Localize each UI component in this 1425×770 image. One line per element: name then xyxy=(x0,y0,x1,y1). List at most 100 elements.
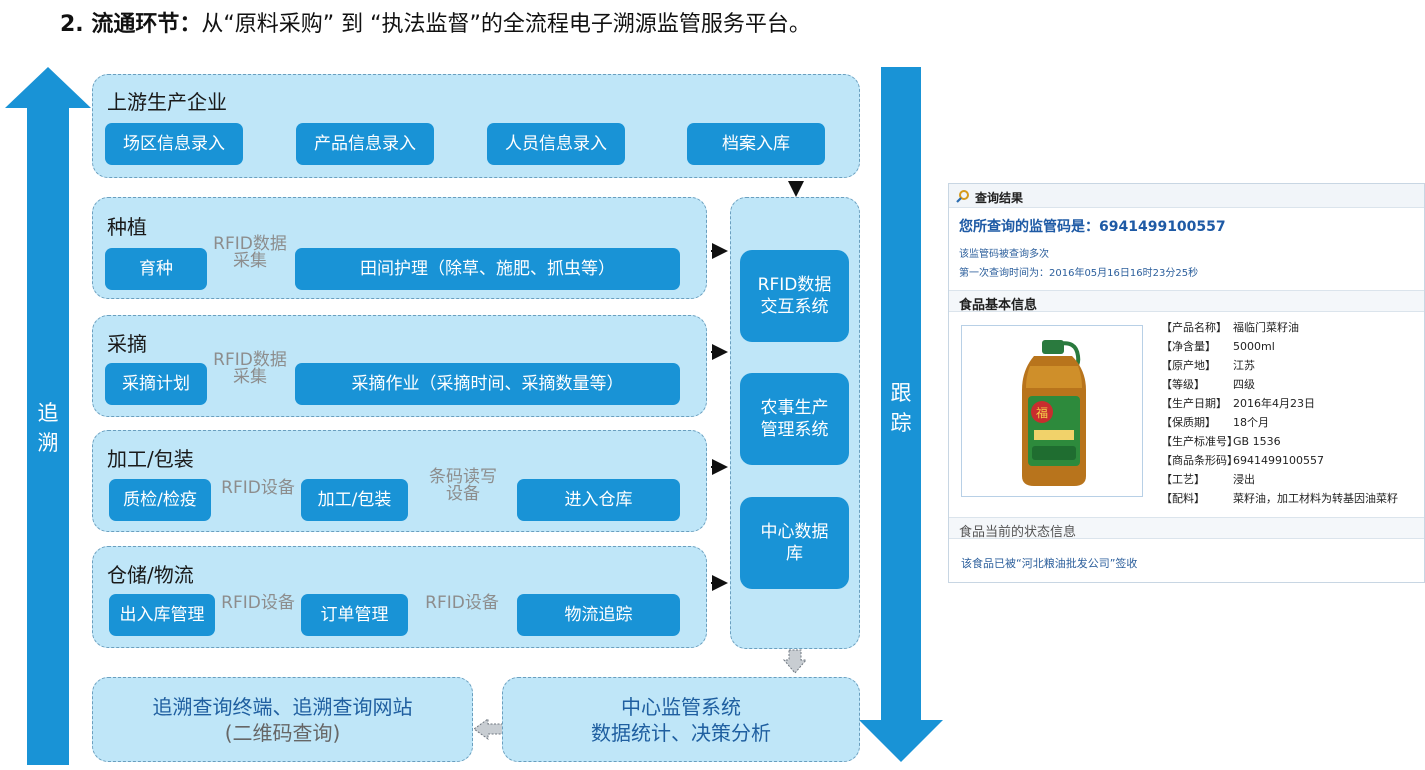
farm-system-line2: 管理系统 xyxy=(760,420,829,440)
attr-value: 2016年4月23日 xyxy=(1233,397,1315,410)
attr-key: 【商品条形码】 xyxy=(1161,454,1238,467)
step-picking-work: 采摘作业（采摘时间、采摘数量等） xyxy=(295,363,680,405)
processing-connector2-label: 条码读写设备 xyxy=(421,469,505,503)
logistics-title: 仓储/物流 xyxy=(107,563,194,587)
food-info-header: 食品基本信息 xyxy=(949,290,1424,313)
logistics-connector2-label: RFID设备 xyxy=(425,593,499,613)
processing-title: 加工/包装 xyxy=(107,447,194,471)
attr-value: 5000ml xyxy=(1233,340,1275,353)
query-code: 您所查询的监管码是：6941499100557 xyxy=(959,219,1226,235)
upstream-title: 上游生产企业 xyxy=(107,90,227,114)
attr-row: 【配料】菜籽油，加工材料为转基因油菜籽 xyxy=(1161,490,1398,506)
attr-key: 【保质期】 xyxy=(1161,416,1216,429)
planting-connector-label: RFID数据采集 xyxy=(208,236,292,270)
picking-connector-label: RFID数据采集 xyxy=(208,352,292,386)
status-text: 该食品已被“河北粮油批发公司”签收 xyxy=(961,557,1138,570)
attr-key: 【原产地】 xyxy=(1161,359,1216,372)
supervision-line2: 数据统计、决策分析 xyxy=(591,721,771,745)
picking-connector-line1: RFID数据 xyxy=(213,350,287,370)
supervision-text: 中心监管系统 数据统计、决策分析 xyxy=(502,694,860,746)
search-icon xyxy=(956,190,969,203)
attr-key: 【工艺】 xyxy=(1161,473,1205,486)
product-photo: 福 xyxy=(961,325,1143,497)
rfid-system-box: RFID数据交互系统 xyxy=(740,250,849,342)
attr-row: 【工艺】 浸出 xyxy=(1161,471,1255,487)
svg-text:福: 福 xyxy=(1036,405,1048,420)
title-number: 2. 流通环节 xyxy=(60,12,180,37)
step-staff-info: 人员信息录入 xyxy=(487,123,625,165)
logistics-connector1-label: RFID设备 xyxy=(221,593,295,613)
planting-title: 种植 xyxy=(107,215,147,239)
oil-bottle-image: 福 xyxy=(1022,340,1086,486)
attr-row: 【生产日期】 2016年4月23日 xyxy=(1161,395,1315,411)
query-count-line: 该监管码被查询多次 xyxy=(959,249,1049,260)
farm-system-box: 农事生产管理系统 xyxy=(740,373,849,465)
attr-row: 【保质期】 18个月 xyxy=(1161,414,1269,430)
attr-value: 浸出 xyxy=(1233,473,1255,486)
step-picking-plan: 采摘计划 xyxy=(105,363,207,405)
track-label: 跟踪 xyxy=(890,381,912,435)
first-query-time: 第一次查询时间为：2016年05月16日16时23分25秒 xyxy=(959,268,1199,279)
rfid-system-line1: RFID数据 xyxy=(757,275,832,295)
status-header-title: 食品当前的状态信息 xyxy=(959,525,1077,540)
supervision-line1: 中心监管系统 xyxy=(621,695,741,719)
center-db-line2: 库 xyxy=(786,544,803,564)
attr-value: GB 1536 xyxy=(1233,435,1281,448)
attr-row: 【原产地】 江苏 xyxy=(1161,357,1255,373)
step-product-info: 产品信息录入 xyxy=(296,123,434,165)
down-to-supervision-arrow xyxy=(782,649,808,674)
step-field-care: 田间护理（除草、施肥、抓虫等） xyxy=(295,248,680,290)
step-inspection: 质检/检疫 xyxy=(109,479,211,521)
result-header: 查询结果 xyxy=(949,184,1424,208)
step-stock-mgmt: 出入库管理 xyxy=(109,594,215,636)
attr-value: 6941499100557 xyxy=(1233,454,1324,467)
planting-connector-line1: RFID数据 xyxy=(213,234,287,254)
processing-connector2-line2: 设备 xyxy=(446,484,480,504)
left-to-terminal-arrow xyxy=(473,718,504,740)
step-processing: 加工/包装 xyxy=(301,479,408,521)
attr-row: 【产品名称】福临门菜籽油 xyxy=(1161,319,1299,335)
page-title: 2. 流通环节：从“原料采购” 到 “执法监督”的全流程电子溯源监管服务平台。 xyxy=(60,6,811,38)
attr-row: 【净含量】 5000ml xyxy=(1161,338,1275,354)
step-site-info: 场区信息录入 xyxy=(105,123,243,165)
result-header-title: 查询结果 xyxy=(975,191,1024,205)
step-archive: 档案入库 xyxy=(687,123,825,165)
title-colon: ： xyxy=(179,12,202,37)
attr-row: 【等级】 四级 xyxy=(1161,376,1255,392)
terminal-text: 追溯查询终端、追溯查询网站 (二维码查询) xyxy=(92,694,473,746)
step-warehouse-in: 进入仓库 xyxy=(517,479,680,521)
attr-value: 18个月 xyxy=(1233,416,1269,429)
step-breeding: 育种 xyxy=(105,248,207,290)
trace-label: 追溯 xyxy=(37,401,59,455)
picking-title: 采摘 xyxy=(107,332,147,356)
terminal-line1: 追溯查询终端、追溯查询网站 xyxy=(152,695,413,719)
attr-key: 【净含量】 xyxy=(1161,340,1216,353)
rfid-system-line2: 交互系统 xyxy=(760,297,829,317)
center-db-line1: 中心数据 xyxy=(760,522,829,542)
title-text: 从“原料采购” 到 “执法监督”的全流程电子溯源监管服务平台。 xyxy=(201,12,811,37)
attr-value: 江苏 xyxy=(1233,359,1255,372)
attr-row: 【商品条形码】6941499100557 xyxy=(1161,452,1324,468)
step-order-mgmt: 订单管理 xyxy=(301,594,408,636)
step-logistics-track: 物流追踪 xyxy=(517,594,680,636)
processing-connector2-line1: 条码读写 xyxy=(429,467,497,487)
attr-key: 【生产日期】 xyxy=(1161,397,1227,410)
planting-connector-line2: 采集 xyxy=(233,251,267,271)
attr-key: 【产品名称】 xyxy=(1161,321,1227,334)
query-result-panel: 查询结果 您所查询的监管码是：6941499100557 该监管码被查询多次 第… xyxy=(948,183,1425,583)
terminal-panel xyxy=(92,677,473,762)
attr-value: 福临门菜籽油 xyxy=(1233,321,1299,334)
picking-connector-line2: 采集 xyxy=(233,367,267,387)
status-header: 食品当前的状态信息 xyxy=(949,517,1424,540)
attr-value: 四级 xyxy=(1233,378,1255,391)
food-info-header-title: 食品基本信息 xyxy=(959,298,1038,313)
center-db-box: 中心数据库 xyxy=(740,497,849,589)
attr-key: 【等级】 xyxy=(1161,378,1205,391)
processing-connector1-label: RFID设备 xyxy=(221,478,295,498)
attr-value: 菜籽油，加工材料为转基因油菜籽 xyxy=(1233,492,1398,505)
farm-system-line1: 农事生产 xyxy=(760,398,829,418)
attr-key: 【生产标准号】 xyxy=(1161,435,1238,448)
supervision-panel xyxy=(502,677,860,762)
terminal-line2: (二维码查询) xyxy=(224,721,341,745)
attr-row: 【生产标准号】GB 1536 xyxy=(1161,433,1281,449)
